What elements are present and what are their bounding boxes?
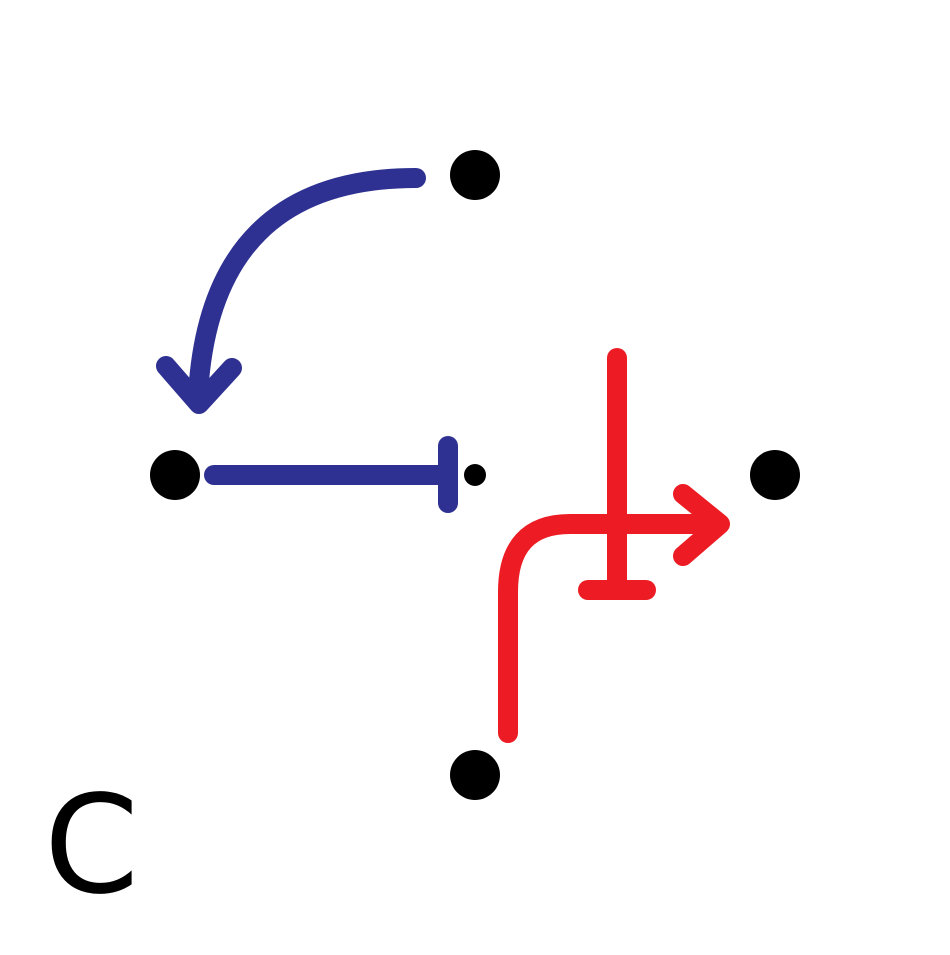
panel-label: C xyxy=(44,767,139,925)
bottom-node xyxy=(450,750,500,800)
edge-top-to-left xyxy=(188,168,426,405)
top-node xyxy=(450,150,500,200)
arrowhead-bottom-to-right xyxy=(673,484,730,566)
center-node xyxy=(464,464,486,486)
arrowhead-top-to-left xyxy=(156,356,242,414)
right-node xyxy=(750,450,800,500)
left-node xyxy=(150,450,200,500)
edge-bottom-to-right xyxy=(498,514,728,743)
